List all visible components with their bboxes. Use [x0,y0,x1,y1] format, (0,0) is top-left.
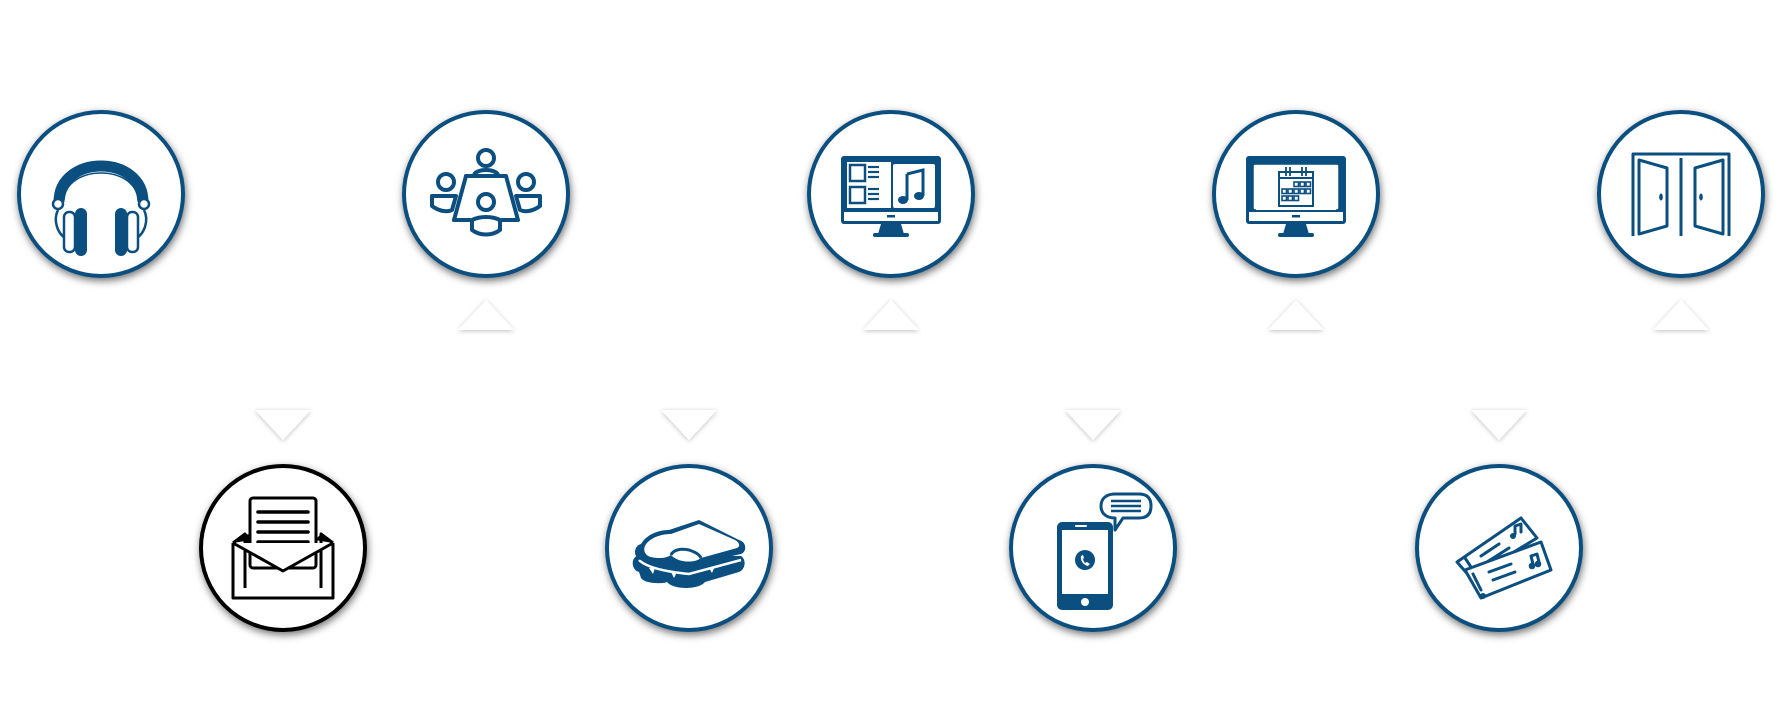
down-arrow-phone-chat [1065,410,1121,440]
phone-chat-node [1009,464,1177,632]
calendar-monitor-node [1212,110,1380,278]
up-arrow-meeting [458,300,514,330]
up-arrow-doors [1653,300,1709,330]
monitor-music-icon [841,156,941,237]
headphones-icon [51,160,151,256]
doors-node [1597,110,1765,278]
tickets-node [1415,464,1583,632]
open-doors-icon [1631,152,1731,236]
meeting-table-icon [430,148,542,237]
envelope-node [199,464,367,632]
sandwich-icon [632,520,746,588]
down-arrow-tickets [1471,410,1527,440]
music-monitor-node [807,110,975,278]
down-arrow-sandwich [661,410,717,440]
phone-chat-icon [1057,492,1153,610]
down-arrow-envelope [255,410,311,440]
tickets-icon [1455,516,1553,600]
meeting-node [402,110,570,278]
up-arrow-music-monitor [863,300,919,330]
headphones-node [17,110,185,278]
open-envelope-icon [231,496,335,600]
up-arrow-calendar-monitor [1268,300,1324,330]
monitor-calendar-icon [1246,156,1346,237]
sandwich-node [605,464,773,632]
